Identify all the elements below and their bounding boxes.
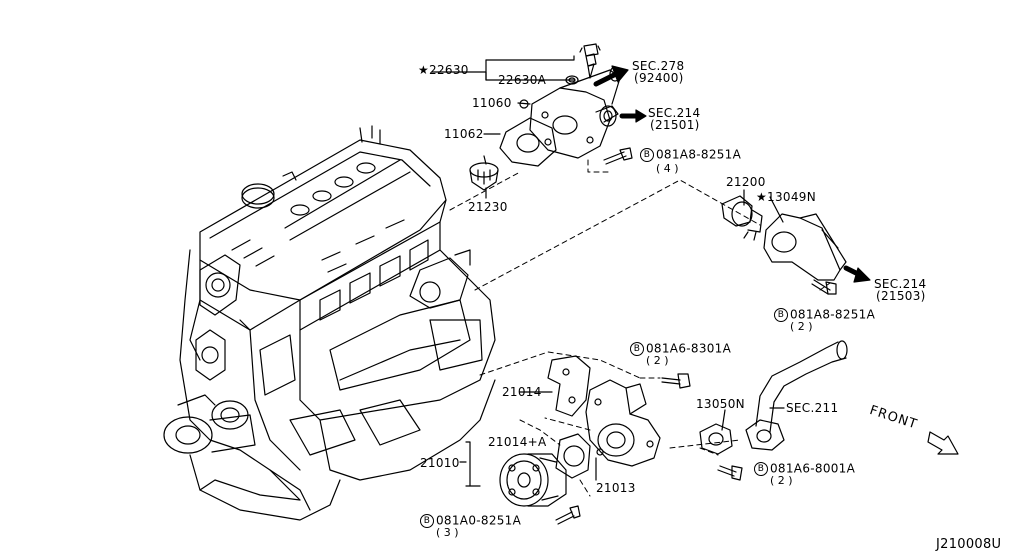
engine-block-illustration	[163, 125, 496, 521]
bolt-code: 081A0-8251A	[436, 513, 522, 528]
section-ref-sec214-a-code: (21501)	[650, 118, 700, 132]
bolt-qty-2: ( 2 )	[790, 320, 813, 333]
gasket-11062-illustration	[499, 117, 557, 167]
part-label-21013: 21013	[596, 481, 636, 495]
section-ref-sec278: SEC.278	[632, 59, 685, 73]
bolt-illustration-5	[555, 505, 581, 525]
bolt-code: 081A6-8301A	[646, 341, 732, 356]
bolt-illustration-1	[603, 147, 633, 165]
thermostat-housing-illustration	[763, 213, 847, 281]
bolt-qty-3: ( 2 )	[646, 354, 669, 367]
circle-b-icon: B	[630, 342, 644, 356]
part-label-22630: ★22630	[418, 63, 469, 77]
temperature-sender-illustration	[565, 43, 601, 85]
part-label-11060: 11060	[472, 96, 512, 110]
water-pump-pulley-illustration	[499, 453, 567, 507]
section-ref-sec278-code: (92400)	[634, 71, 684, 85]
bolt-code: 081A8-8251A	[656, 147, 742, 162]
circle-b-icon: B	[754, 462, 768, 476]
circle-b-icon: B	[640, 148, 654, 162]
section-ref-sec211: SEC.211	[786, 401, 839, 415]
leader-lines	[431, 55, 785, 487]
section-ref-sec214-a: SEC.214	[648, 106, 701, 120]
water-pipe-illustration	[745, 340, 848, 451]
bolt-illustration-3	[661, 373, 691, 389]
diagram-code: J210008U	[936, 537, 1002, 552]
part-label-21014: 21014	[502, 385, 542, 399]
dashed-leaders	[449, 159, 831, 497]
part-label-21200: 21200	[726, 175, 766, 189]
gasket-21014A-illustration	[555, 433, 591, 479]
gasket-13050N-illustration	[699, 423, 733, 455]
water-pump-housing-illustration	[585, 379, 661, 467]
circle-b-icon: B	[774, 308, 788, 322]
thermostat-21230-illustration	[469, 155, 499, 191]
part-label-13050N: 13050N	[696, 397, 745, 411]
part-label-11062: 11062	[444, 127, 484, 141]
bolt-illustration-4	[717, 465, 743, 481]
bolt-code: 081A8-8251A	[790, 307, 876, 322]
arrows	[593, 65, 959, 455]
part-label-13049N: ★13049N	[756, 190, 817, 204]
section-ref-sec214-b: SEC.214	[874, 277, 927, 291]
bolt-qty-4: ( 2 )	[770, 474, 793, 487]
bolt-qty-5: ( 3 )	[436, 526, 459, 539]
thermostat-21200-illustration	[721, 195, 763, 241]
part-label-21230: 21230	[468, 200, 508, 214]
section-ref-sec214-b-code: (21503)	[876, 289, 926, 303]
bracket-21014-illustration	[547, 355, 591, 417]
part-label-22630A: 22630A	[498, 73, 547, 87]
part-label-21010: 21010	[420, 456, 460, 470]
bolt-code: 081A6-8001A	[770, 461, 856, 476]
bolt-qty-1: ( 4 )	[656, 162, 679, 175]
bolt-illustration-2	[811, 279, 837, 295]
part-label-21014A: 21014+A	[488, 435, 547, 449]
circle-b-icon: B	[420, 514, 434, 528]
